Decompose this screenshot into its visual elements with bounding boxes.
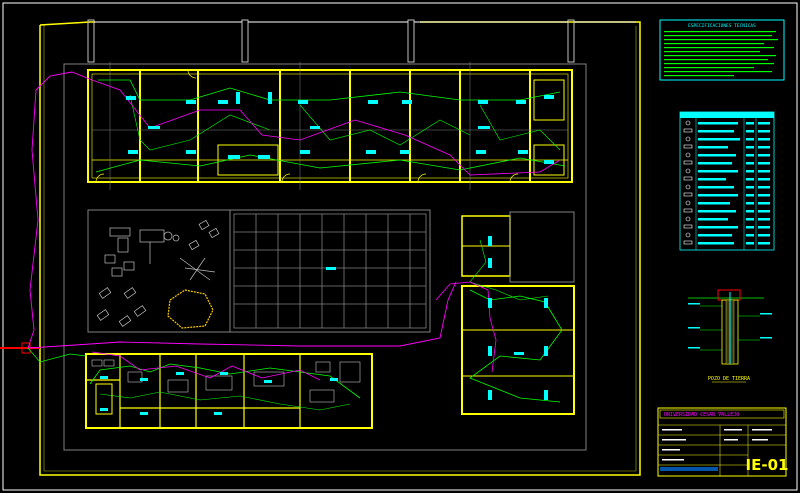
admin-block-bottom	[85, 351, 373, 429]
perimeter-wall	[39, 21, 641, 476]
classroom-block-top	[87, 62, 573, 190]
sheet-code: IE-01	[746, 456, 789, 474]
site-plan	[0, 19, 641, 476]
grounding-pit-detail: POZO DE TIERRA	[688, 289, 772, 383]
notes-panel: ESPECIFICACIONES TECNICAS	[659, 19, 785, 81]
classroom-block-right	[435, 211, 575, 415]
grounding-caption: POZO DE TIERRA	[708, 376, 750, 382]
perimeter-wall-top-left	[39, 21, 95, 26]
perimeter-wall-inner	[43, 25, 637, 472]
top-wall-pillars	[87, 19, 636, 63]
sandbox	[167, 289, 214, 329]
site-inner-boundary	[63, 63, 587, 451]
institution-name: UNIVERSIDAD CESAR VALLEJO	[664, 412, 739, 418]
notes-title: ESPECIFICACIONES TECNICAS	[688, 23, 756, 29]
patio-grid	[233, 213, 427, 329]
title-block: UNIVERSIDAD CESAR VALLEJO IE-01	[657, 407, 789, 477]
playground-area	[87, 209, 431, 333]
legend-table	[679, 111, 775, 251]
secondary-feeder	[27, 281, 457, 349]
main-feeder	[27, 71, 93, 349]
